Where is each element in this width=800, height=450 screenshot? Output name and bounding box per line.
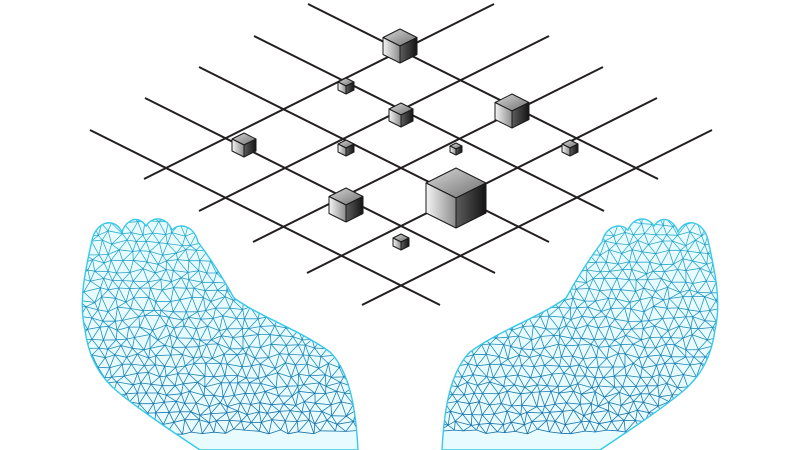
grid-line xyxy=(144,97,496,274)
cube-node xyxy=(388,102,414,128)
cube-node xyxy=(337,139,355,157)
grid-line xyxy=(361,129,713,306)
cube-node xyxy=(494,93,530,129)
grid-line xyxy=(198,35,550,212)
grid-line xyxy=(252,66,604,243)
cube-nodes xyxy=(231,28,579,251)
cube-node xyxy=(425,167,487,229)
left-hand-wireframe xyxy=(82,218,359,450)
cube-node xyxy=(328,187,364,223)
grid-line xyxy=(307,3,659,180)
grid-line xyxy=(89,129,441,306)
grid-line xyxy=(198,66,550,243)
grid-line xyxy=(253,35,605,212)
left-hand-outline xyxy=(81,218,359,450)
right-hand-wireframe xyxy=(442,218,718,450)
grid-line xyxy=(143,3,495,180)
cube-node xyxy=(231,132,257,158)
cube-node xyxy=(382,28,418,64)
cube-node xyxy=(337,77,355,95)
cube-node xyxy=(561,139,579,157)
right-hand-outline xyxy=(441,218,719,450)
cube-node xyxy=(449,142,463,156)
cube-node xyxy=(392,233,410,251)
